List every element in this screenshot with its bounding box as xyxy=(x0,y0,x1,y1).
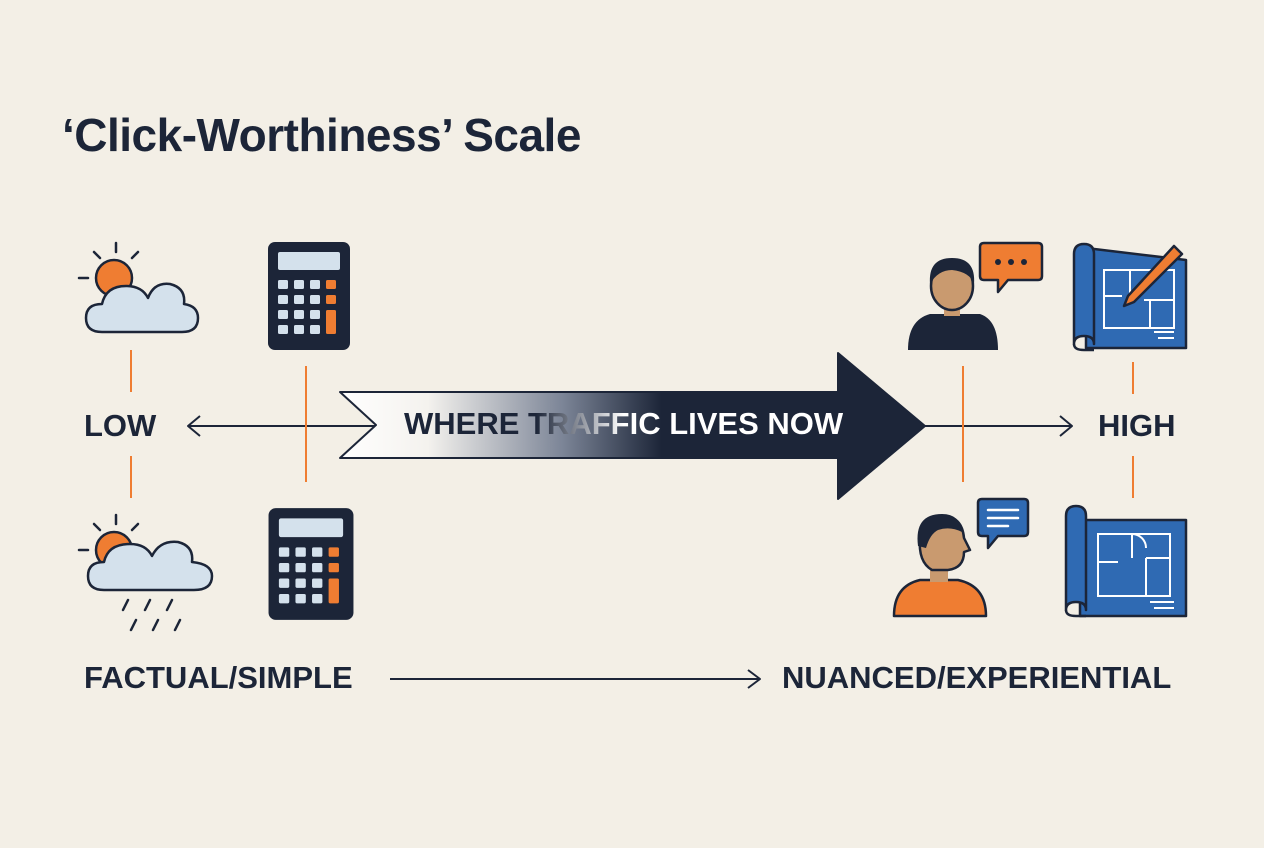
traffic-band-arrow xyxy=(339,352,926,500)
low-label: LOW xyxy=(84,408,157,443)
blueprint-icon xyxy=(1064,504,1188,618)
person-chat-icon xyxy=(908,241,1044,350)
person-profile-chat-icon xyxy=(892,497,1030,618)
blueprint-pencil-icon xyxy=(1072,242,1188,352)
calculator-icon xyxy=(268,242,350,350)
factual-simple-label: FACTUAL/SIMPLE xyxy=(84,660,353,695)
weather-sun-cloud-icon xyxy=(77,241,200,334)
nuanced-experiential-label: NUANCED/EXPERIENTIAL xyxy=(782,660,1172,695)
traffic-band-label: WHERE TRAFFIC LIVES NOW xyxy=(404,406,844,441)
high-label: HIGH xyxy=(1098,408,1176,443)
spectrum-arrow xyxy=(390,669,761,689)
calculator-icon xyxy=(268,508,354,620)
weather-sun-cloud-rain-icon xyxy=(77,513,214,632)
page-title: ‘Click-Worthiness’ Scale xyxy=(62,109,581,161)
connector-lines xyxy=(130,350,1134,498)
